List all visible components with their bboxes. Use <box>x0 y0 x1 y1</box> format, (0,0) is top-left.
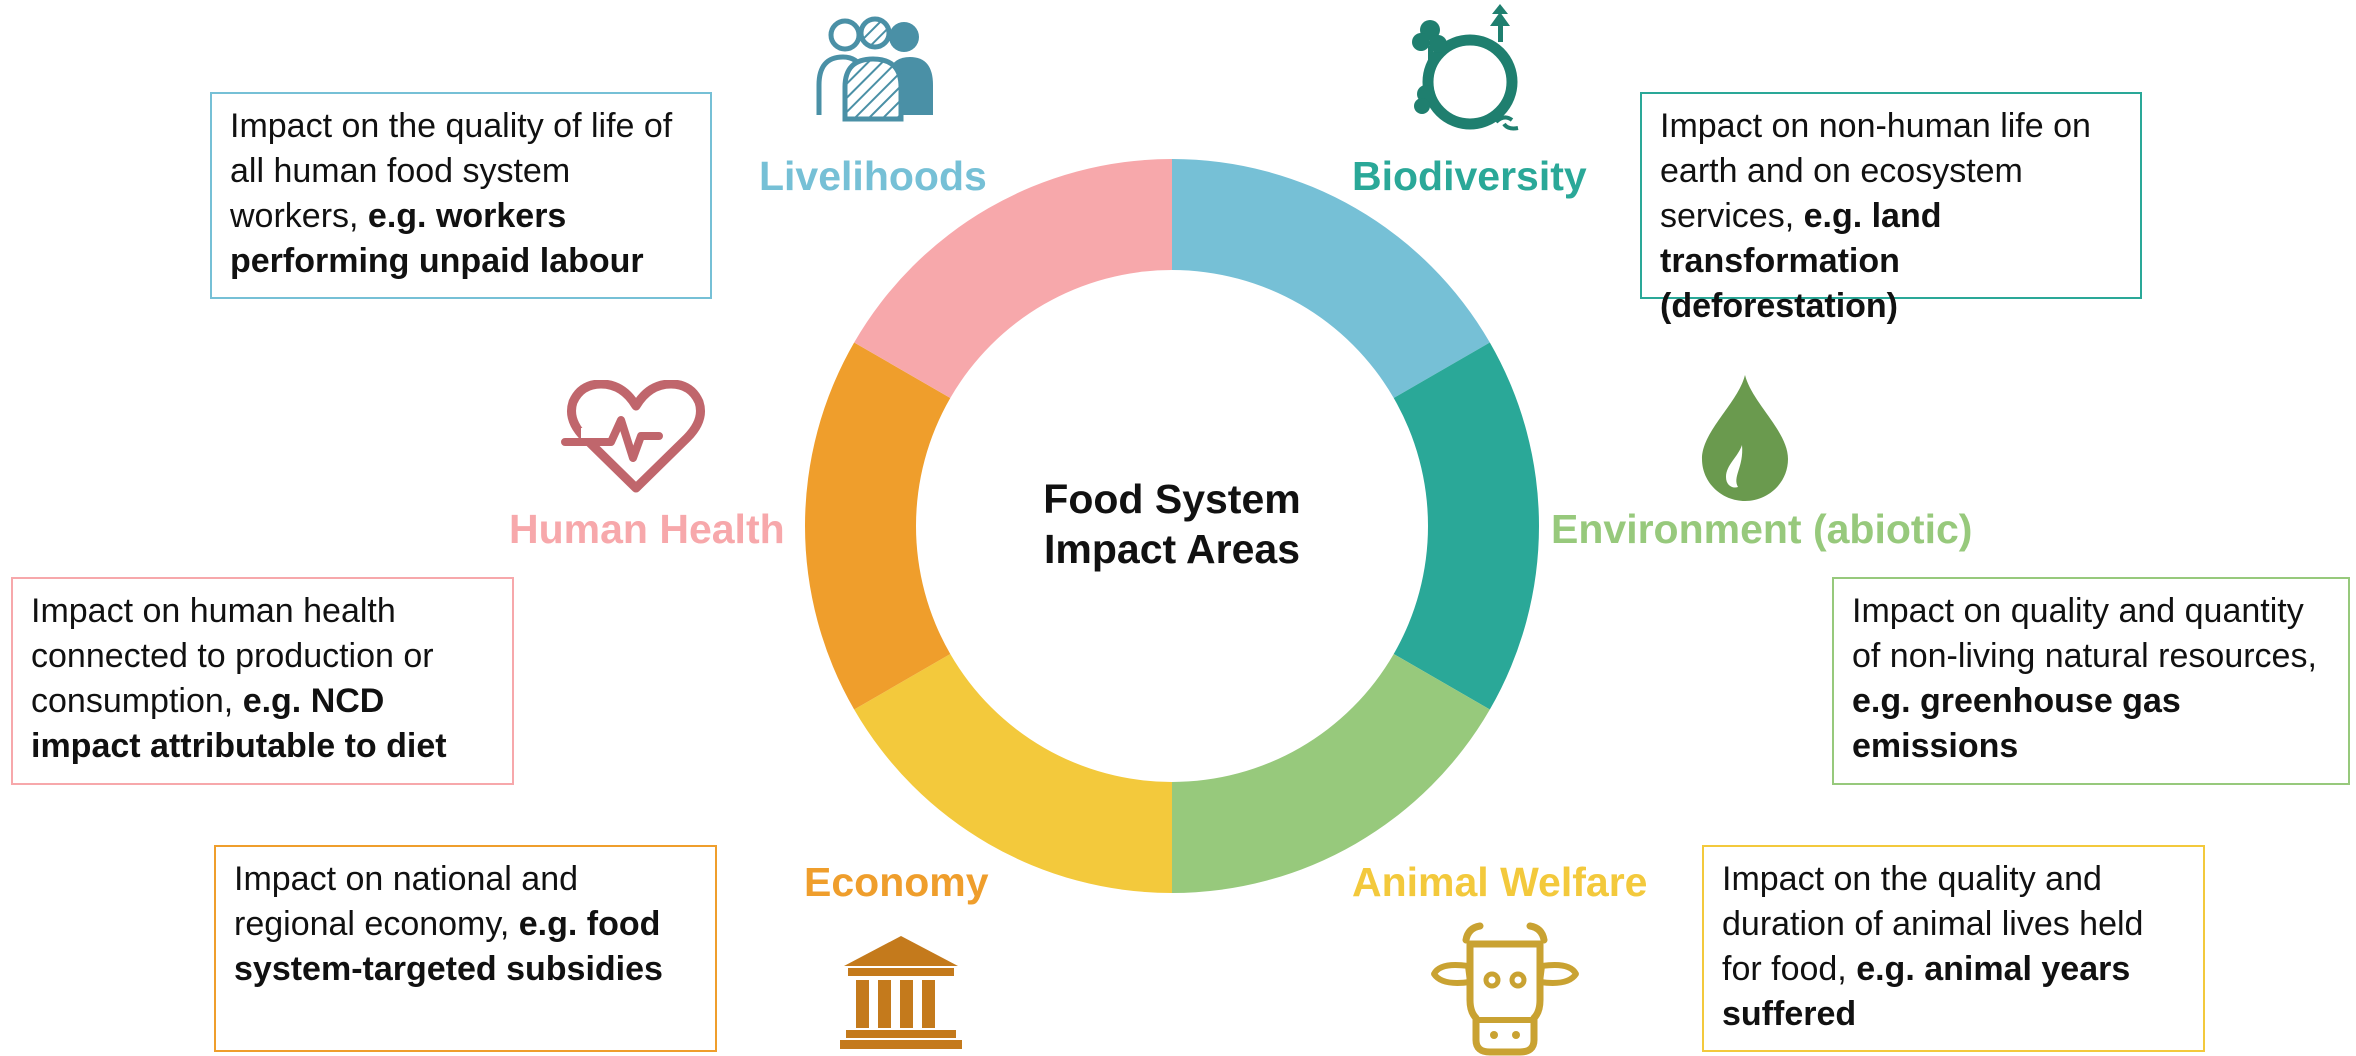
label-economy: Economy <box>804 859 989 905</box>
economy-description-box: Impact on national and regional economy,… <box>214 845 717 1052</box>
heart-pulse-icon <box>561 380 705 493</box>
human-health-description: Impact on human health connected to prod… <box>31 592 434 720</box>
label-human-health: Human Health <box>509 506 785 552</box>
ring-segment-animal-welfare <box>854 654 1172 893</box>
ring-segment-human-health <box>854 159 1172 398</box>
ring-segment-environment <box>1172 654 1490 893</box>
environment-example: e.g. greenhouse gas emissions <box>1852 682 2181 765</box>
ring-segment-livelihoods <box>1172 159 1490 398</box>
environment-description: Impact on quality and quantity of non-li… <box>1852 592 2317 675</box>
animal-welfare-example: e.g. animal years suffered <box>1722 950 2131 1033</box>
label-animal-welfare: Animal Welfare <box>1352 859 1648 905</box>
human-health-description-box: Impact on human health connected to prod… <box>11 577 514 785</box>
globe-tree-icon <box>1412 4 1519 131</box>
water-drop-icon <box>1702 375 1788 501</box>
animal-welfare-description: Impact on the quality and duration of an… <box>1722 860 2144 988</box>
livelihoods-description-box: Impact on the quality of life of all hum… <box>210 92 712 299</box>
cow-icon <box>1431 922 1579 1056</box>
center-title: Food System Impact Areas <box>970 474 1374 574</box>
label-biodiversity: Biodiversity <box>1352 153 1587 199</box>
environment-description-box: Impact on quality and quantity of non-li… <box>1832 577 2350 785</box>
bank-building-icon <box>840 936 962 1049</box>
ring-segment-biodiversity <box>1393 342 1539 710</box>
center-title-line1: Food System <box>1043 476 1301 522</box>
label-livelihoods: Livelihoods <box>759 153 987 199</box>
biodiversity-description-box: Impact on non-human life on earth and on… <box>1640 92 2142 325</box>
ring-segment-economy <box>805 342 951 710</box>
livelihoods-description: Impact on the quality of life of all hum… <box>230 107 673 235</box>
livelihoods-example: e.g. workers performing unpaid labour <box>230 197 644 280</box>
people-icon <box>816 16 933 122</box>
center-title-line2: Impact Areas <box>1044 526 1300 572</box>
economy-example: e.g. food system-targeted subsidies <box>234 905 663 988</box>
label-environment: Environment (abiotic) <box>1551 506 1973 552</box>
biodiversity-example: e.g. land transformation (deforestation) <box>1660 197 1942 325</box>
human-health-example: e.g. NCD impact attributable to diet <box>31 682 447 765</box>
biodiversity-description: Impact on non-human life on earth and on… <box>1660 107 2091 235</box>
animal-welfare-description-box: Impact on the quality and duration of an… <box>1702 845 2205 1052</box>
economy-description: Impact on national and regional economy, <box>234 860 579 943</box>
